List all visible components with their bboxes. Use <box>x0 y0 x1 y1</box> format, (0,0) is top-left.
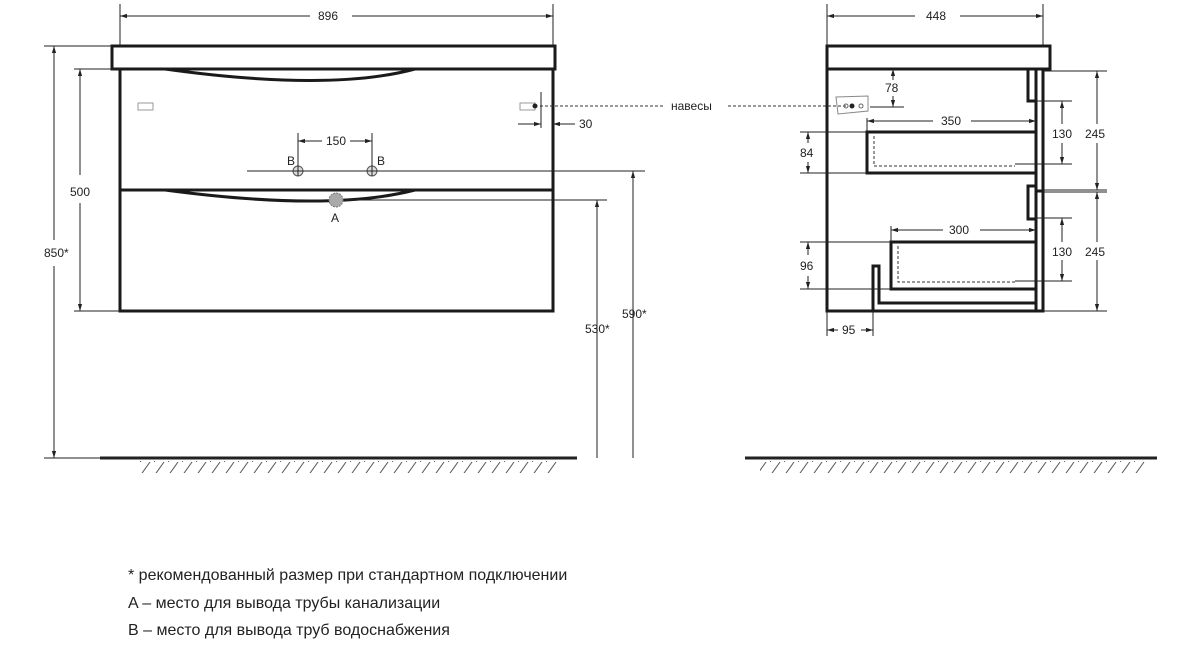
dim-drain-height: 530* <box>585 322 610 336</box>
front-view: навесы B B A 896 850* 500 590* 530* 150 <box>44 4 848 473</box>
note-a-drain: A – место для вывода трубы канализации <box>128 594 441 612</box>
label-b-left: B <box>287 154 295 168</box>
countertop-side <box>825 44 1052 71</box>
hinges-label: навесы <box>671 99 712 113</box>
dim-width: 896 <box>318 9 338 23</box>
side-view: 448 78 350 84 130 245 300 96 130 <box>745 4 1157 473</box>
dim-depth: 448 <box>926 9 946 23</box>
dim-drawer1-height: 84 <box>800 146 814 160</box>
dim-drawer1-front-inner: 130 <box>1052 127 1072 141</box>
dim-hinge-offset: 30 <box>579 117 593 131</box>
note-b-supply: B – место для вывода труб водоснабжения <box>128 622 450 639</box>
dim-body-height: 500 <box>70 185 90 199</box>
dim-drawer2-front: 245 <box>1085 245 1105 259</box>
dim-hinge-height: 78 <box>885 81 899 95</box>
drawer-2 <box>889 240 1036 291</box>
dim-total-height: 850* <box>44 246 69 260</box>
dim-drawer2-front-inner: 130 <box>1052 245 1072 259</box>
label-b-right: B <box>377 154 385 168</box>
dim-supply-spacing: 150 <box>326 134 346 148</box>
dim-drawer2-height: 96 <box>800 259 814 273</box>
hinge-left-icon <box>137 102 154 111</box>
drawer-1 <box>865 130 1036 175</box>
dim-drawer1-depth: 350 <box>941 114 961 128</box>
drain-hole <box>328 192 344 208</box>
countertop <box>110 44 557 71</box>
drawer-frame <box>871 264 1036 311</box>
dim-drawer1-front: 245 <box>1085 127 1105 141</box>
legend-notes: * рекомендованный размер при стандартном… <box>128 562 567 645</box>
dim-supply-height: 590* <box>622 307 647 321</box>
hinge-bracket-icon <box>835 95 869 115</box>
note-recommended: * рекомендованный размер при стандартном… <box>128 567 568 584</box>
dim-cutout-width: 95 <box>842 323 856 337</box>
dim-drawer2-depth: 300 <box>949 223 969 237</box>
basin-curve-bottom <box>164 188 416 203</box>
label-a: A <box>331 211 339 225</box>
basin-curve-top <box>164 67 416 82</box>
